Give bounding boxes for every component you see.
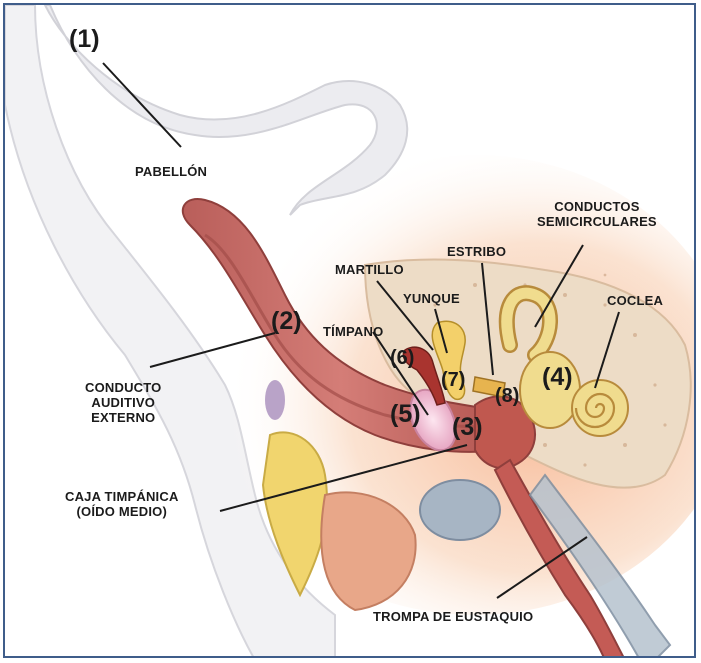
label-timpano: TÍMPANO	[323, 325, 383, 340]
label-conductos-line-1: CONDUCTOS	[537, 200, 657, 215]
label-martillo: MARTILLO	[335, 263, 404, 278]
number-4: (4)	[542, 363, 573, 392]
number-7: (7)	[441, 369, 465, 392]
number-1: (1)	[69, 25, 100, 54]
label-conducto-line-1: CONDUCTO	[85, 381, 161, 396]
label-conducto-line-2: AUDITIVO	[85, 396, 161, 411]
number-5: (5)	[390, 400, 421, 429]
label-trompa-eustaquio: TROMPA DE EUSTAQUIO	[373, 610, 533, 625]
label-caja-line-1: CAJA TIMPÁNICA	[65, 490, 179, 505]
label-estribo: ESTRIBO	[447, 245, 506, 260]
label-conducto-auditivo: CONDUCTO AUDITIVO EXTERNO	[85, 381, 161, 426]
vessel-gray	[420, 480, 500, 540]
cochlea-shape	[572, 380, 628, 436]
number-2: (2)	[271, 307, 302, 336]
cartilage-lilac	[265, 380, 285, 420]
label-caja-timpanica: CAJA TIMPÁNICA (OÍDO MEDIO)	[65, 490, 179, 520]
label-conductos-line-2: SEMICIRCULARES	[537, 215, 657, 230]
label-yunque: YUNQUE	[403, 292, 460, 307]
label-caja-line-2: (OÍDO MEDIO)	[65, 505, 179, 520]
label-conducto-line-3: EXTERNO	[85, 411, 161, 426]
diagram-frame: (1) PABELLÓN (2) CONDUCTO AUDITIVO EXTER…	[3, 3, 696, 658]
label-conductos-semicirculares: CONDUCTOS SEMICIRCULARES	[537, 200, 657, 230]
number-3: (3)	[452, 413, 483, 442]
label-pabellon: PABELLÓN	[135, 165, 207, 180]
label-coclea: COCLEA	[607, 294, 663, 309]
number-8: (8)	[495, 385, 519, 408]
number-6: (6)	[390, 347, 414, 370]
